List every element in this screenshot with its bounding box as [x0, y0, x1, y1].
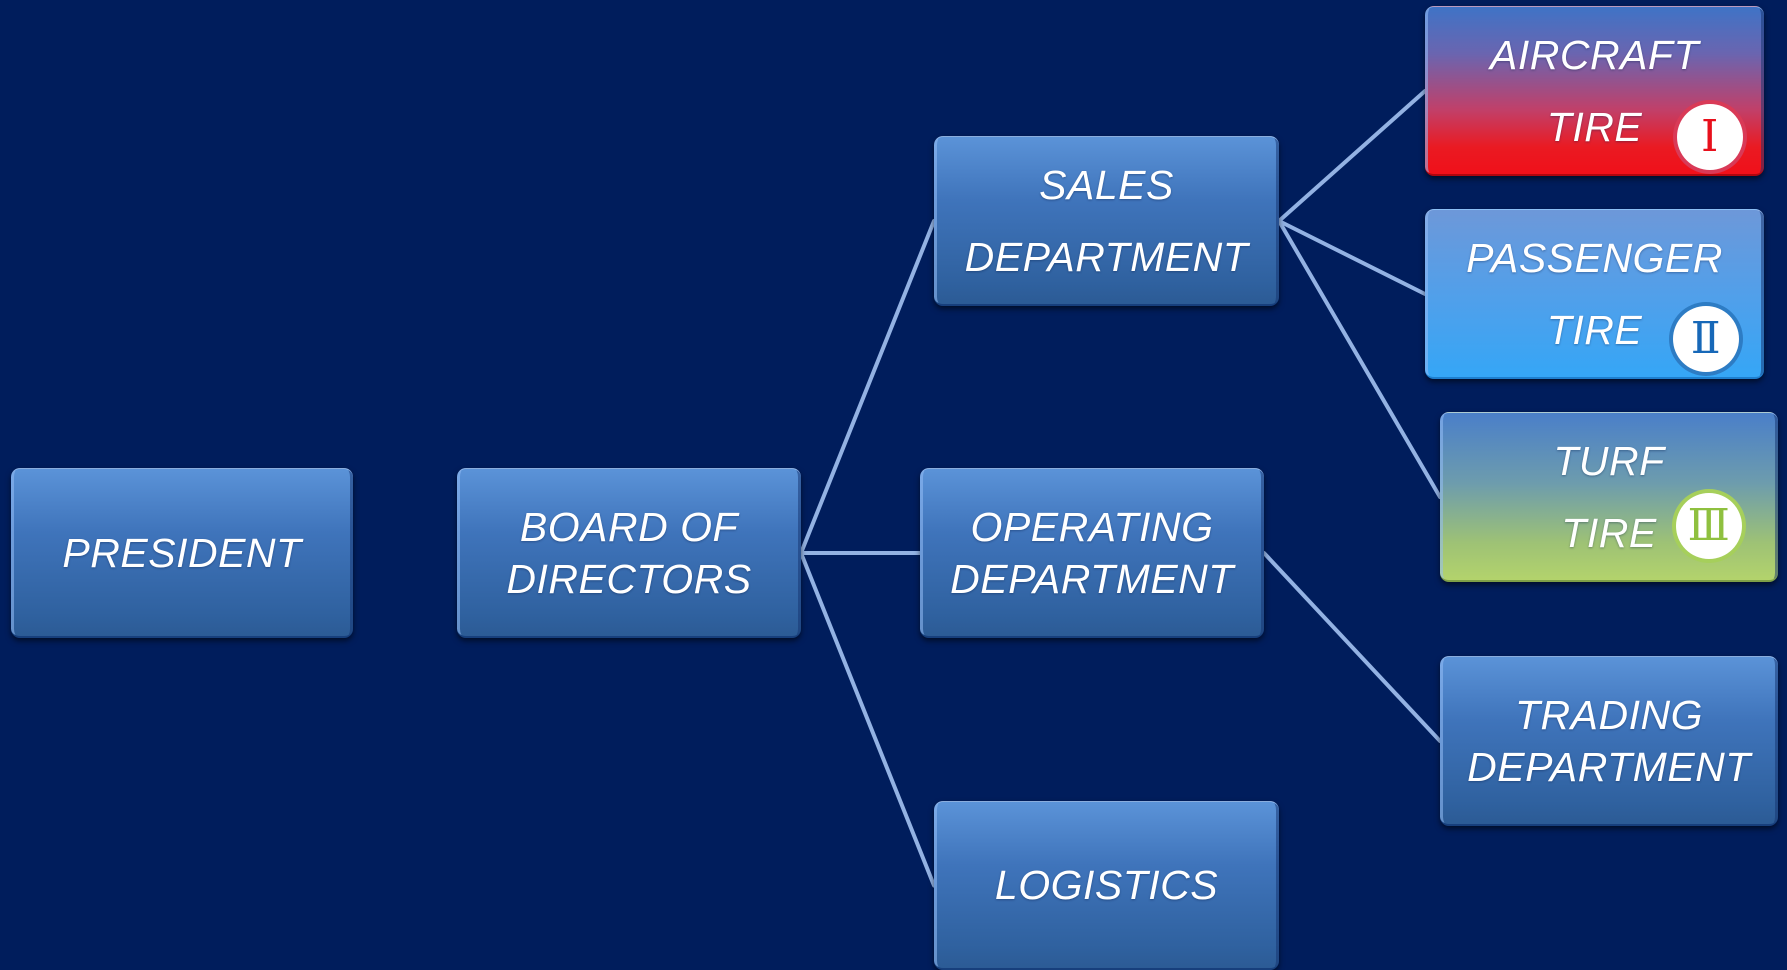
connector-sales-to-aircraft [1277, 89, 1427, 223]
connector-sales-to-passenger [1277, 219, 1427, 296]
roman-numeral-two-badge: Ⅱ [1673, 306, 1739, 372]
connector-operating-to-trading [1262, 551, 1442, 743]
node-trading-label-line-1: TRADING [1515, 691, 1703, 738]
node-operating-department: OPERATING DEPARTMENT [920, 468, 1264, 638]
node-board-label-line-1: BOARD OF [519, 503, 739, 550]
node-turf-label-line-2: TIRE [1561, 509, 1657, 556]
node-logistics: LOGISTICS [934, 801, 1279, 970]
connector-sales-to-turf [1277, 219, 1442, 499]
node-sales-department: SALES DEPARTMENT [934, 136, 1279, 306]
node-aircraft-label-line-1: AIRCRAFT [1490, 31, 1699, 78]
node-president: PRESIDENT [11, 468, 353, 638]
node-trading-label-line-2: DEPARTMENT [1467, 743, 1751, 790]
node-trading-department: TRADING DEPARTMENT [1440, 656, 1778, 826]
connector-board-to-logistics [799, 551, 936, 888]
node-turf-label-line-1: TURF [1553, 437, 1665, 484]
node-aircraft-label-line-2: TIRE [1546, 103, 1643, 150]
node-logistics-label: LOGISTICS [994, 862, 1219, 908]
node-board-of-directors: BOARD OF DIRECTORS [457, 468, 801, 638]
connector-board-to-sales [799, 219, 936, 555]
node-sales-label-line-1: SALES [1039, 161, 1174, 208]
node-passenger-label-line-2: TIRE [1546, 306, 1643, 353]
node-turf-tire: TURF TIRE Ⅲ [1440, 412, 1778, 582]
roman-numeral-three-badge: Ⅲ [1676, 493, 1742, 559]
node-operating-label-line-1: OPERATING [970, 503, 1214, 550]
node-aircraft-tire: AIRCRAFT TIRE Ⅰ [1425, 6, 1764, 176]
node-sales-label-line-2: DEPARTMENT [964, 233, 1249, 280]
node-board-label-line-2: DIRECTORS [506, 555, 752, 602]
roman-numeral-one-badge: Ⅰ [1677, 104, 1743, 170]
node-operating-label-line-2: DEPARTMENT [950, 555, 1234, 602]
node-passenger-label-line-1: PASSENGER [1466, 234, 1723, 281]
node-president-label: PRESIDENT [62, 529, 302, 576]
node-passenger-tire: PASSENGER TIRE Ⅱ [1425, 209, 1764, 379]
